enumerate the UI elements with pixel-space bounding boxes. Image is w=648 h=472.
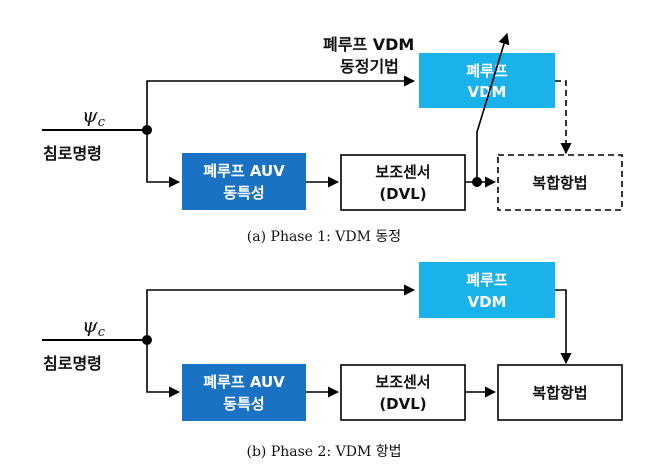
- branch-to-vdm-b: [146, 284, 416, 340]
- branch-to-vdm-a: [146, 75, 416, 130]
- identify-label-line2-a: 동정기법: [340, 57, 399, 76]
- vdm-box-line2-a: VDM: [468, 83, 507, 101]
- panel-a: ψc 침로명령 폐루프 VDM 동정기법 폐루프 VDM 폐루프 AUV 동특성…: [42, 32, 623, 245]
- vdm-to-nav-b: [555, 289, 572, 365]
- sensor-box-line1-b: 보조센서: [375, 373, 430, 391]
- auv-box-line2-a: 동특성: [223, 184, 264, 202]
- sensor-box-line2-a: (DVL): [379, 185, 426, 203]
- sensor-box-line1-a: 보조센서: [375, 163, 430, 181]
- sensor-box-b: [340, 364, 466, 421]
- auv-box-a: [182, 153, 306, 210]
- nav-box-label-b: 복합항법: [532, 384, 587, 402]
- panel-b: ψc 침로명령 폐루프 VDM 폐루프 AUV 동특성 보조센서 (DVL) 복…: [42, 262, 623, 460]
- vdm-box-line1-a: 폐루프: [466, 62, 508, 80]
- psi-symbol-a: ψc: [82, 103, 106, 130]
- nav-box-b: [497, 364, 623, 421]
- auv-box-line1-a: 폐루프 AUV: [203, 162, 285, 180]
- vdm-box-line1-b: 폐루프: [466, 271, 508, 289]
- caption-a: (a) Phase 1: VDM 동정: [247, 229, 401, 245]
- psi-symbol-b: ψc: [82, 313, 106, 340]
- vdm-box-b: [419, 262, 555, 318]
- input-label-a: 침로명령: [43, 144, 102, 163]
- input-label-b: 침로명령: [43, 354, 102, 373]
- feed-to-vdm-a: [476, 32, 510, 182]
- auv-box-b: [182, 364, 306, 421]
- sensor-box-a: [340, 154, 466, 211]
- branch-to-auv-a: [146, 130, 181, 188]
- identify-label-line1-a: 폐루프 VDM: [323, 35, 414, 54]
- branch-to-auv-b: [146, 340, 181, 398]
- vdm-to-nav-dashed-a: [555, 80, 572, 155]
- vdm-box-line2-b: VDM: [468, 293, 507, 311]
- auv-box-line1-b: 폐루프 AUV: [203, 373, 285, 391]
- sensor-box-line2-b: (DVL): [379, 395, 426, 413]
- caption-b: (b) Phase 2: VDM 항법: [247, 444, 402, 460]
- nav-box-a: [497, 154, 623, 211]
- nav-box-label-a: 복합항법: [532, 174, 587, 192]
- auv-box-line2-b: 동특성: [223, 395, 264, 413]
